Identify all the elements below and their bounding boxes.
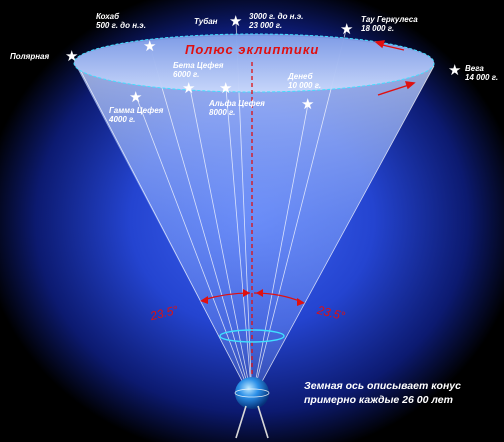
kochab-star-icon: ★ [143, 38, 157, 55]
alpha-cephei-label: Альфа Цефея 8000 г. [209, 99, 265, 117]
polaris-star-icon: ★ [65, 48, 79, 65]
rotation-arrows [374, 40, 416, 96]
vega-label: Вега 14 000 г. [465, 64, 499, 82]
thuban-date-label: 3000 г. до н.э. 23 000 г. [249, 12, 304, 30]
ecliptic-pole-title: Полюс эклиптики [185, 42, 320, 57]
alpha-cephei-star-icon: ★ [219, 80, 233, 97]
precession-cone [74, 35, 435, 401]
earth-axis-legs [235, 405, 269, 439]
tau-herculis-star-icon: ★ [340, 21, 354, 38]
vega-star-icon: ★ [448, 62, 462, 79]
caption: Земная ось описывает конус примерно кажд… [304, 379, 461, 407]
ecliptic-circle [74, 34, 434, 92]
thuban-name-label: Тубан [194, 17, 218, 26]
star-sight-lines [73, 21, 435, 401]
earth-equator [234, 388, 270, 398]
deneb-star-icon: ★ [301, 96, 315, 113]
caption-line-1: Земная ось описывает конус [304, 380, 461, 392]
kochab-label: Кохаб 500 г. до н.э. [96, 12, 146, 30]
gamma-cephei-star-icon: ★ [129, 89, 143, 106]
gamma-cephei-label: Гамма Цефея 4000 г. [109, 106, 164, 124]
thuban-star-icon: ★ [229, 13, 243, 30]
earth-globe [235, 377, 269, 409]
ecliptic-circle-outline [73, 33, 435, 93]
beta-cephei-label: Бета Цефея 6000 г. [173, 61, 224, 79]
caption-line-2: примерно каждые 26 00 лет [304, 394, 453, 406]
tau-herculis-label: Тау Геркулеса 18 000 г. [361, 15, 418, 33]
polaris-label: Полярная [10, 52, 50, 61]
beta-cephei-star-icon: ★ [182, 80, 196, 97]
deneb-label: Денеб 10 000 г. [288, 72, 322, 90]
axis-circle [219, 329, 285, 343]
